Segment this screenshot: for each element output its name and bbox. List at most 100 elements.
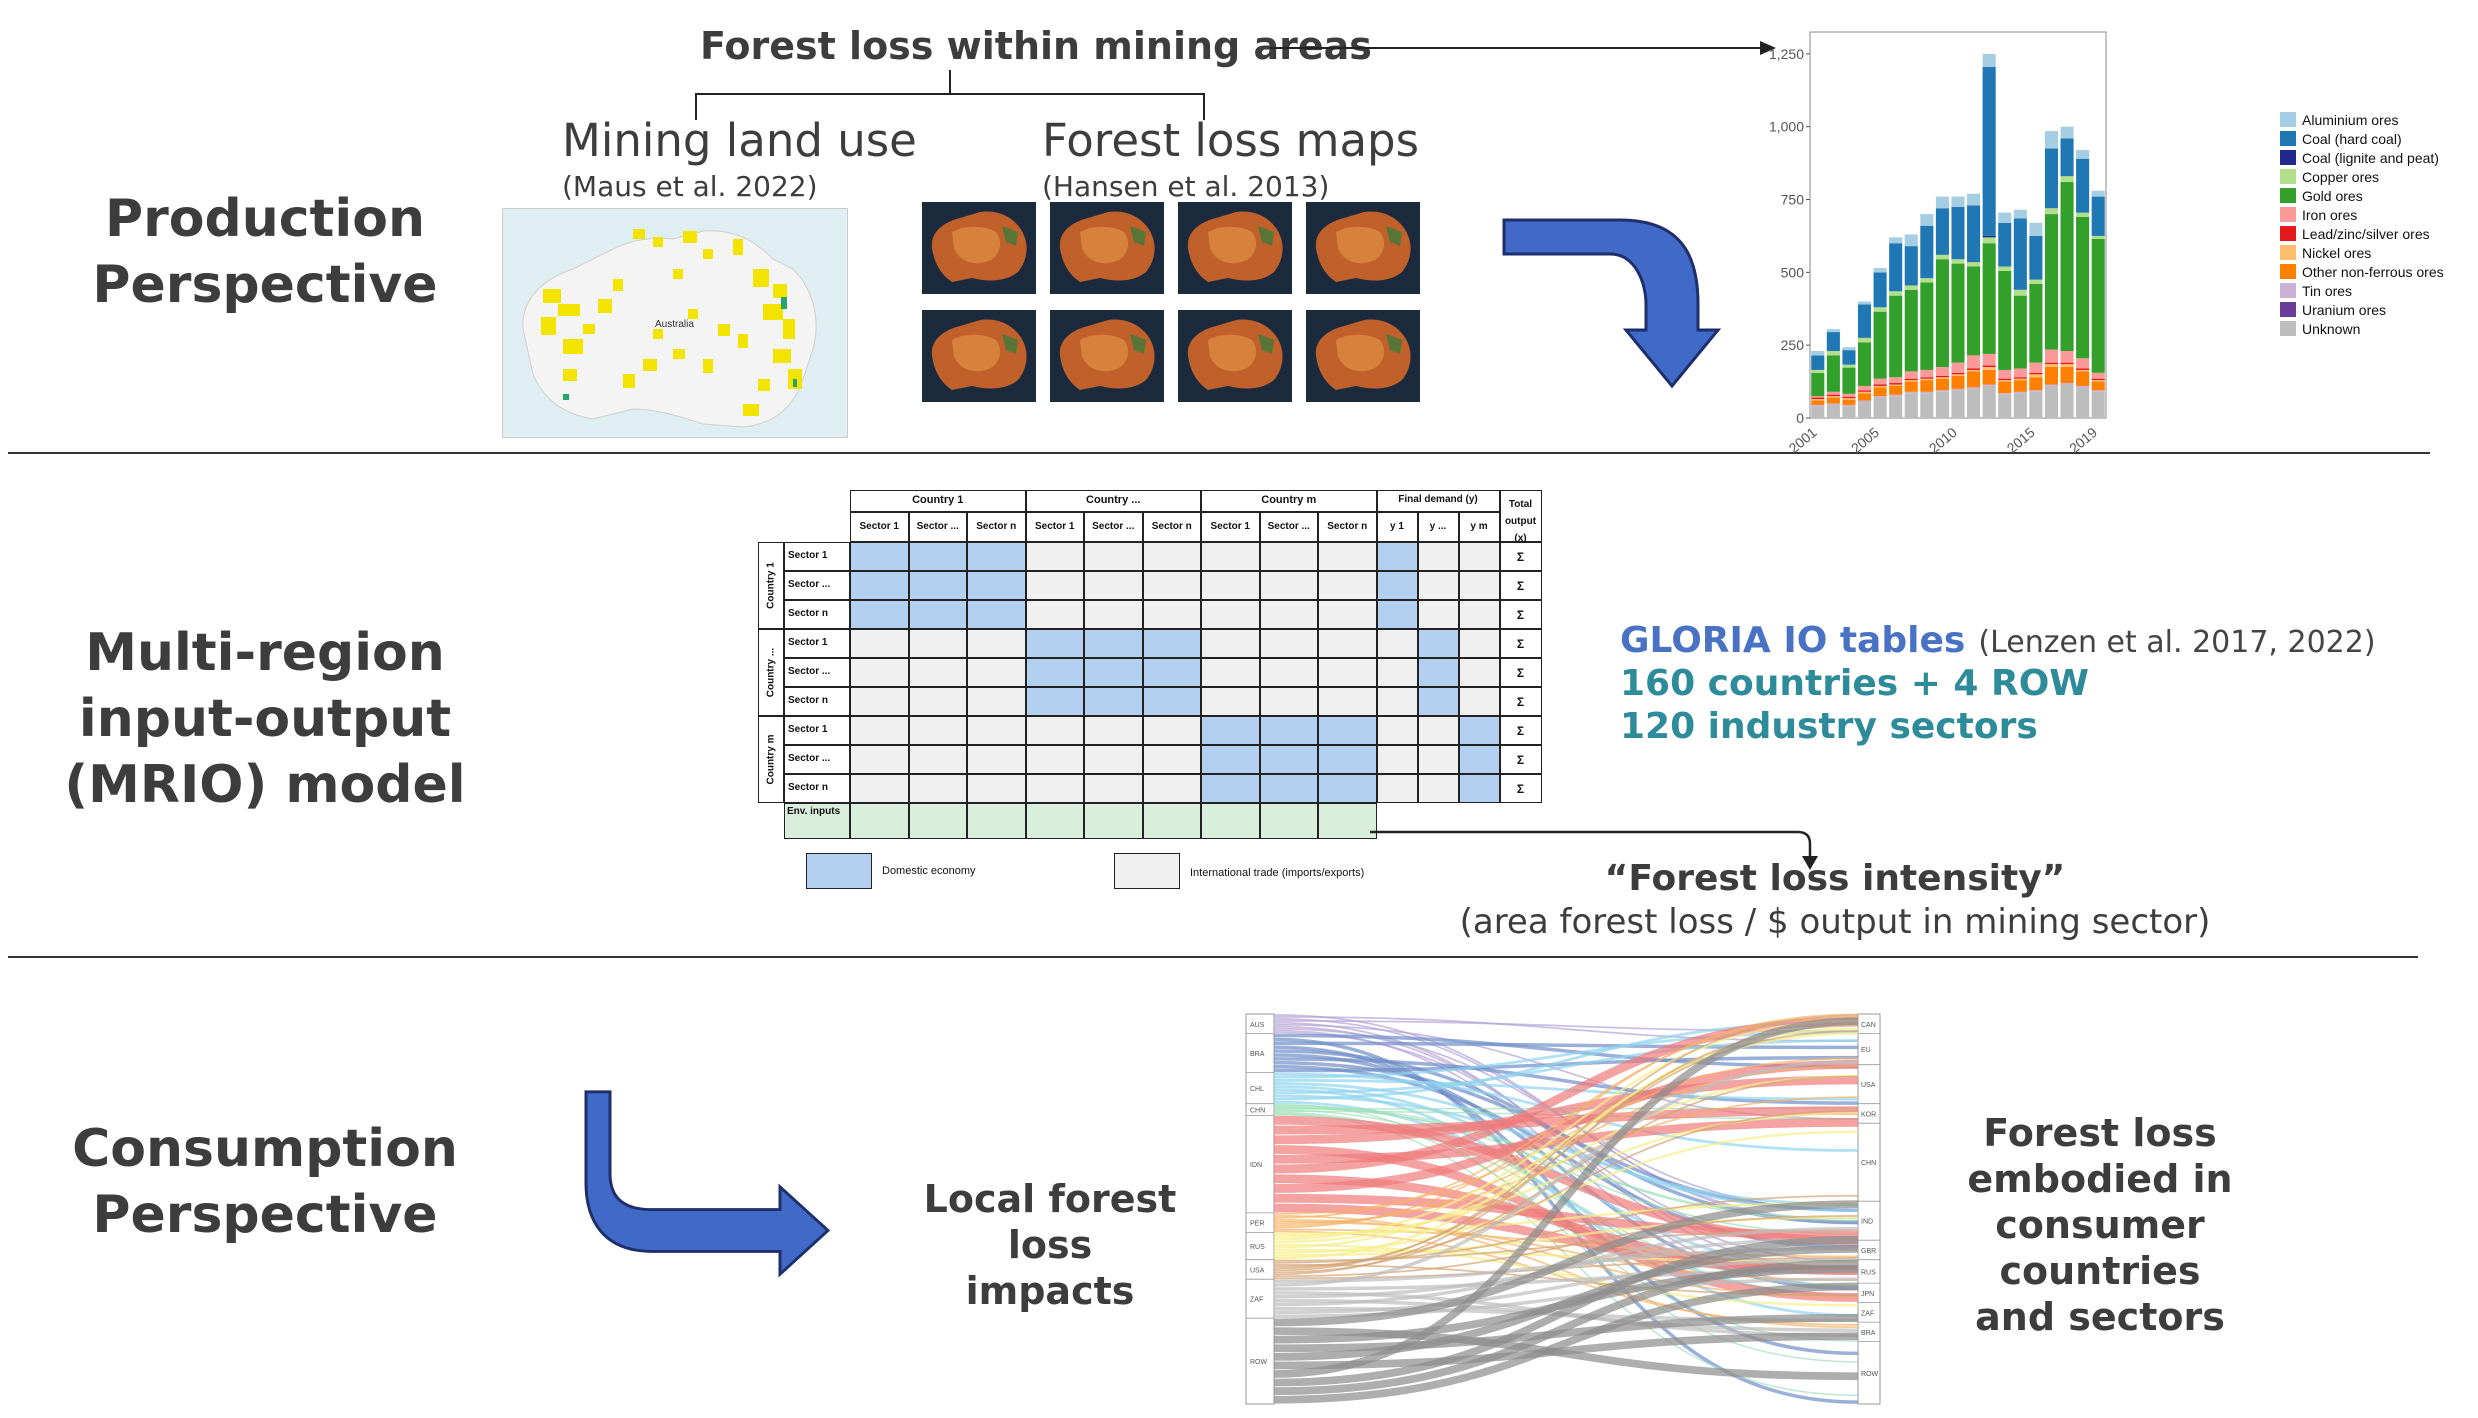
mrio-cell — [1201, 774, 1260, 803]
mrio-fd-cell — [1417, 658, 1459, 687]
bar-segment — [1967, 193, 1981, 206]
bar-segment — [2060, 138, 2074, 177]
mrio-cell — [1084, 745, 1143, 774]
bar-segment — [1920, 377, 1934, 379]
bar-segment — [1904, 285, 1918, 290]
bar-segment — [1951, 388, 1965, 391]
bar-segment — [2029, 283, 2043, 363]
bar-segment — [2076, 369, 2090, 372]
mrio-cell — [967, 687, 1026, 716]
bracket-connector — [695, 70, 1205, 120]
sankey-flow — [1273, 1032, 1859, 1249]
mrio-col-group — [850, 490, 1026, 512]
mrio-cell — [850, 571, 909, 600]
bar-segment — [1967, 262, 1981, 267]
mrio-fd-cell — [1417, 571, 1459, 600]
bar-segment — [2076, 385, 2090, 388]
bar-segment — [1982, 237, 1996, 244]
divider-top — [8, 452, 2430, 454]
legend-entry: Nickel ores — [2302, 245, 2371, 261]
sankey-flow — [1273, 1055, 1859, 1073]
sankey-flow — [1273, 1075, 1859, 1145]
bar-segment — [1967, 266, 1981, 356]
y-tick-label: 1,000 — [1769, 119, 1804, 135]
bar-segment — [2091, 391, 2105, 418]
mrio-cell — [967, 542, 1026, 571]
bar-segment — [1904, 378, 1918, 381]
mrio-cell — [1142, 629, 1201, 658]
bar-segment — [2029, 391, 2043, 418]
bar-segment — [1982, 369, 1996, 385]
australia-map-graphic: Australia — [522, 229, 817, 428]
bar-segment — [1998, 369, 2012, 379]
mrio-env-cell — [1201, 803, 1260, 839]
bar-segment — [1935, 254, 1949, 260]
mrio-cell — [1084, 629, 1143, 658]
mrio-fd-header — [1458, 512, 1500, 542]
bar-segment — [2060, 364, 2074, 368]
bar-segment — [1857, 385, 1872, 391]
sankey-left-label: CHL — [1250, 1086, 1264, 1093]
forest-loss-map-tile — [922, 310, 1036, 402]
sankey-flow — [1273, 1103, 1859, 1363]
bar-segment — [1951, 390, 1965, 418]
bar-segment — [1889, 396, 1903, 418]
mrio-sector-header-label: Sector n — [1327, 521, 1368, 532]
bar-segment — [2060, 176, 2074, 183]
mrio-cell — [850, 629, 909, 658]
mrio-cell — [850, 542, 909, 571]
sankey-right-label: USA — [1861, 1082, 1876, 1089]
arrow-to-chart — [1270, 41, 1776, 55]
mrio-sum-symbol: Σ — [1516, 550, 1525, 564]
sankey-right-label: ROW — [1861, 1371, 1879, 1378]
bar-segment — [2013, 289, 2027, 296]
mrio-fd-cell — [1417, 745, 1459, 774]
y-tick-label: 1,250 — [1769, 46, 1804, 62]
mrio-cell — [1025, 774, 1084, 803]
mrio-row-header-label: Sector n — [788, 608, 829, 619]
sankey-flow — [1273, 1019, 1859, 1241]
section-title-production: Production Perspective — [60, 186, 470, 318]
legend-swatch — [2280, 283, 2296, 298]
bar-segment — [1967, 388, 1981, 418]
bar-segment — [2076, 387, 2090, 418]
bar-segment — [2091, 196, 2105, 236]
production-curved-arrow — [1502, 218, 1722, 389]
bar-segment — [1982, 243, 1996, 354]
sankey-left-label: BRA — [1250, 1051, 1265, 1058]
mrio-row-header — [784, 774, 850, 803]
consumption-title-line2: Perspective — [92, 1185, 438, 1245]
mrio-cell — [1025, 542, 1084, 571]
mrio-cell — [1259, 716, 1318, 745]
bar-segment — [2044, 208, 2059, 215]
sankey-flow — [1273, 1078, 1859, 1101]
sankey-flow — [1273, 1282, 1859, 1404]
sankey-flow — [1273, 1013, 1859, 1229]
forest-loss-map-tile — [922, 202, 1036, 294]
bar-segment — [2029, 222, 2043, 236]
sankey-flow — [1273, 1235, 1859, 1387]
mrio-sum-symbol: Σ — [1516, 724, 1525, 738]
bar-segment — [2013, 368, 2027, 378]
sankey-right-label: IND — [1861, 1219, 1873, 1226]
mrio-cell — [1201, 629, 1260, 658]
bar-segment — [2091, 372, 2105, 379]
mrio-sum-symbol: Σ — [1516, 695, 1525, 709]
mrio-row-group — [758, 629, 784, 716]
mrio-col-group-label: Country ... — [1086, 494, 1141, 506]
bar-segment — [1935, 391, 1949, 418]
mrio-col-group-label: Country 1 — [912, 494, 964, 506]
sankey-left-label: PER — [1250, 1221, 1264, 1228]
mrio-title-line3: (MRIO) model — [64, 755, 466, 815]
mrio-fd-cell — [1376, 687, 1418, 716]
bar-segment — [2076, 158, 2090, 213]
mrio-fd-header — [1376, 512, 1418, 542]
bar-segment — [2060, 383, 2074, 385]
legend-swatch — [2280, 207, 2296, 222]
mrio-fd-cell — [1458, 716, 1500, 745]
mrio-cell — [1142, 687, 1201, 716]
bar-segment — [1857, 342, 1872, 386]
bar-segment — [1811, 406, 1825, 418]
bar-segment — [1811, 350, 1825, 356]
mrio-cell — [1318, 542, 1377, 571]
